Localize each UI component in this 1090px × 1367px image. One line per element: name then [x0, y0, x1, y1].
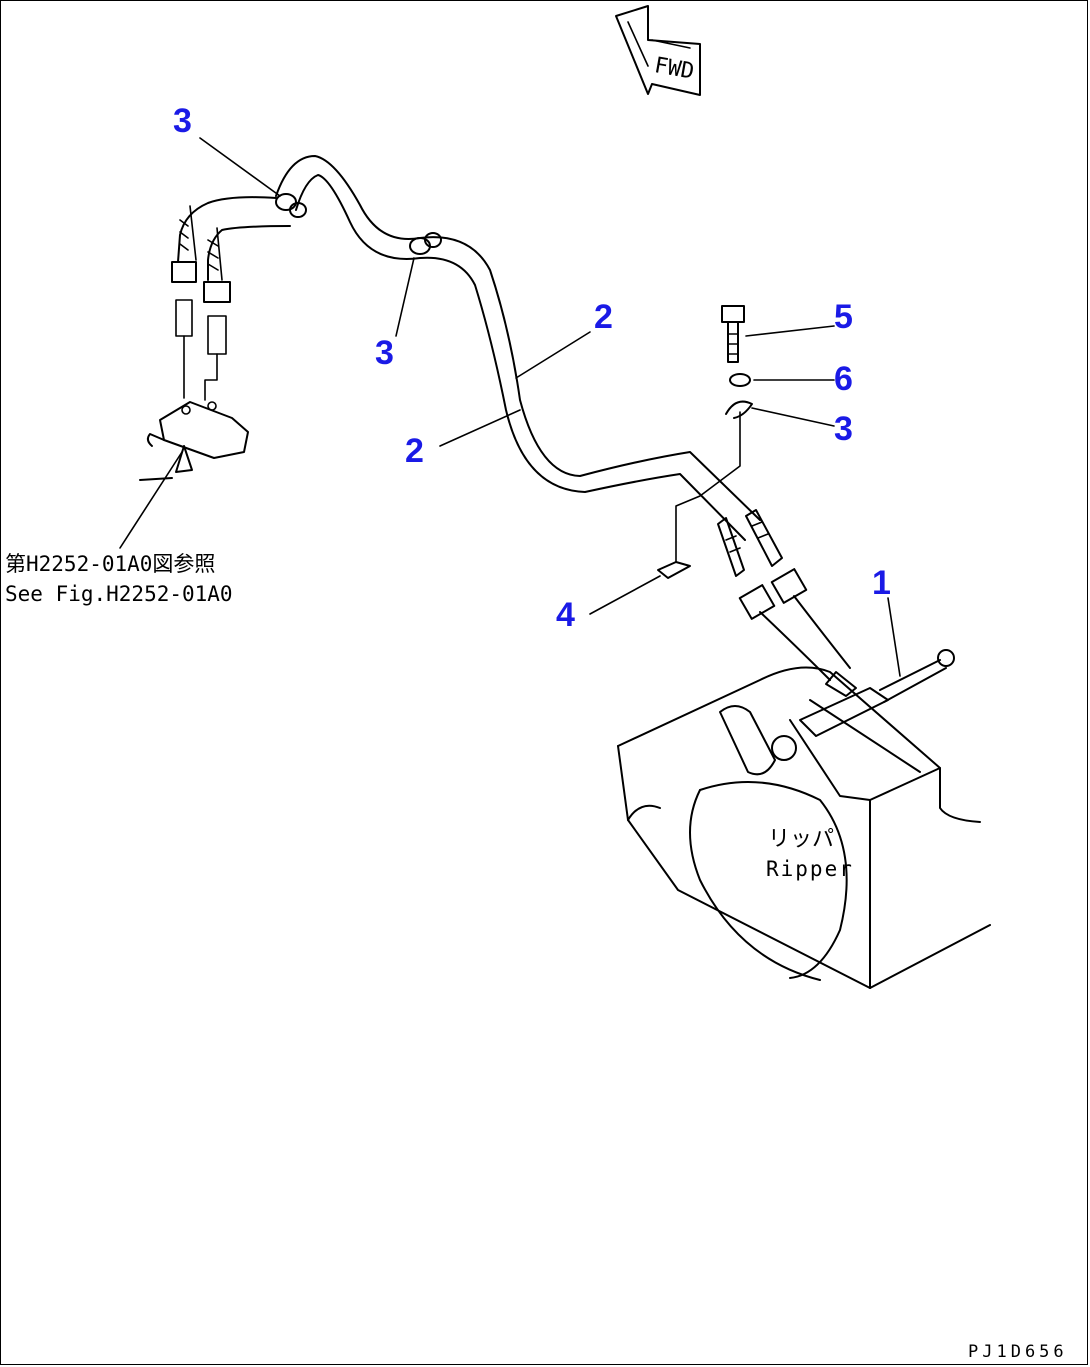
clamp-mid [409, 232, 442, 255]
callout-2-lower: 2 [405, 432, 424, 470]
callout-4: 4 [556, 596, 575, 634]
callout-1: 1 [872, 564, 891, 602]
washer-6 [729, 373, 751, 387]
reference-text-jp: 第H2252-01A0図参照 [5, 552, 216, 576]
bolt-5 [721, 305, 745, 363]
callout-3-right: 3 [834, 410, 853, 448]
callout-3-top-left: 3 [173, 102, 192, 140]
right-hoses [717, 509, 851, 681]
reference-leader [119, 451, 183, 549]
left-hoses [171, 196, 291, 401]
hydraulic-tube-2 [275, 155, 761, 541]
ripper-label-jp: リッパ [768, 827, 834, 852]
forward-arrow-label: FWD [652, 53, 695, 85]
reference-text-en: See Fig.H2252-01A0 [5, 582, 233, 606]
callout-2-upper: 2 [594, 298, 613, 336]
ripper-cylinder-1 [799, 649, 955, 737]
drawing-id: PJ1D656 [968, 1342, 1068, 1362]
clamp-upper [275, 193, 307, 218]
valve-block [139, 401, 249, 481]
callout-6: 6 [834, 360, 853, 398]
callout-3-mid: 3 [375, 334, 394, 372]
clamp-3-part [725, 400, 753, 419]
forward-arrow [615, 5, 701, 96]
bracket-4 [657, 411, 741, 579]
callout-5: 5 [834, 298, 853, 336]
ripper-label-en: Ripper [766, 857, 854, 881]
callout-leaders [199, 137, 901, 677]
ripper-body [617, 666, 991, 989]
